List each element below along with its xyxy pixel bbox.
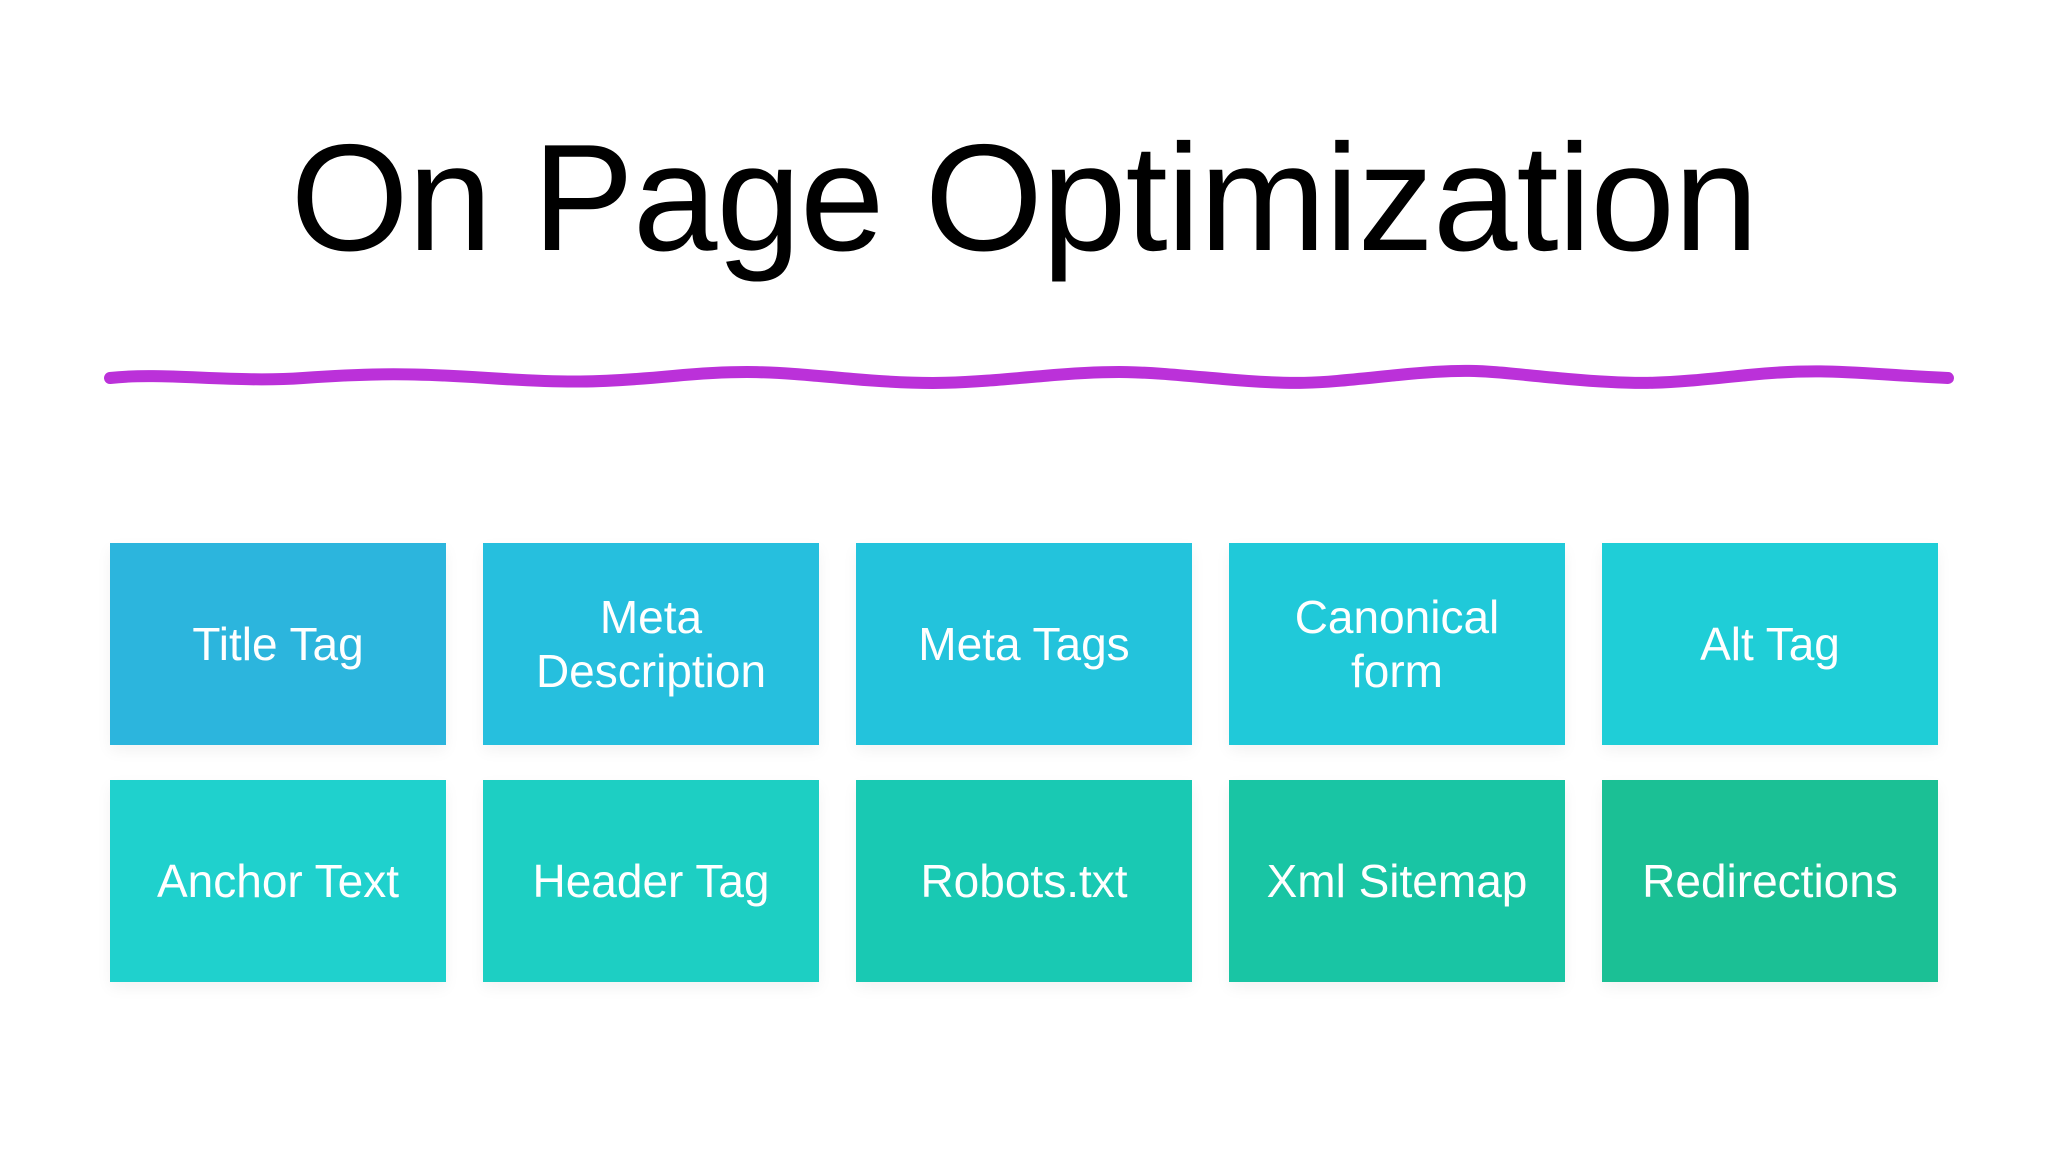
box-canonical-form: Canonical form <box>1229 543 1565 745</box>
box-redirections: Redirections <box>1602 780 1938 982</box>
box-header-tag: Header Tag <box>483 780 819 982</box>
box-grid: Title Tag Meta Description Meta Tags Can… <box>110 543 1938 982</box>
box-robots-txt: Robots.txt <box>856 780 1192 982</box>
box-title-tag: Title Tag <box>110 543 446 745</box>
box-meta-description: Meta Description <box>483 543 819 745</box>
box-xml-sitemap: Xml Sitemap <box>1229 780 1565 982</box>
wavy-divider-path <box>104 364 1954 389</box>
box-alt-tag: Alt Tag <box>1602 543 1938 745</box>
page-title: On Page Optimization <box>290 113 1759 283</box>
wavy-divider-line <box>104 364 1954 389</box>
box-anchor-text: Anchor Text <box>110 780 446 982</box>
box-meta-tags: Meta Tags <box>856 543 1192 745</box>
